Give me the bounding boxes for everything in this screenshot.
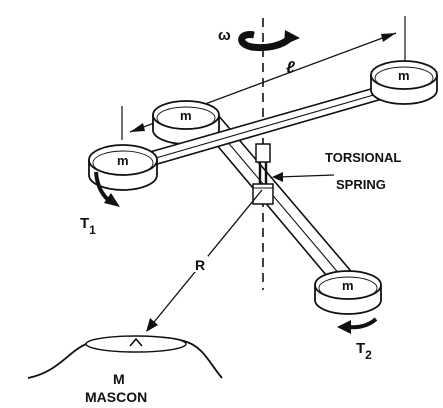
mass-lower-right — [314, 270, 382, 315]
mass-label-front-left: m — [117, 153, 129, 168]
torque-arrow-t1 — [94, 171, 120, 207]
torsional-spring-hub — [252, 143, 274, 205]
torque-label-t2: T2 — [356, 340, 372, 362]
omega-label: ω — [218, 27, 231, 44]
torque-arrow-t2 — [337, 317, 378, 334]
radius-label: R — [195, 257, 205, 273]
spring-label: SPRING — [336, 177, 386, 192]
torsional-label: TORSIONAL — [325, 150, 401, 165]
torque-label-t1: T1 — [80, 215, 96, 237]
mass-label-lower-right: m — [342, 278, 354, 293]
mascon-label: MASCON — [85, 389, 147, 405]
mass-label-back-left: m — [180, 108, 192, 123]
mascon-terrain — [27, 335, 223, 379]
mascon-mass-label: M — [113, 371, 125, 387]
spring-pointer-arrow — [272, 172, 335, 182]
mass-label-back-right: m — [398, 68, 410, 83]
length-label: ℓ — [286, 58, 295, 77]
mass-back-right — [370, 60, 438, 105]
mass-front-left — [88, 144, 158, 191]
omega-rotation-arrow — [238, 30, 300, 52]
radius-label-backdrop — [194, 256, 208, 272]
